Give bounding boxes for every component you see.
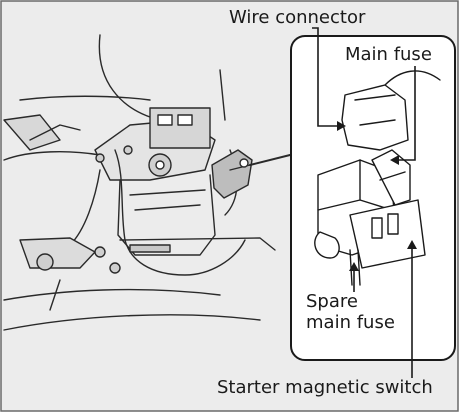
spare-main-fuse-label: Spare main fuse <box>306 291 395 333</box>
starter-magnetic-switch-label: Starter magnetic switch <box>217 377 433 398</box>
spare-main-fuse-label-line1: Spare <box>306 291 395 312</box>
main-fuse-label: Main fuse <box>345 44 432 65</box>
spare-main-fuse-label-line2: main fuse <box>306 312 395 333</box>
wire-connector-label: Wire connector <box>229 7 365 28</box>
